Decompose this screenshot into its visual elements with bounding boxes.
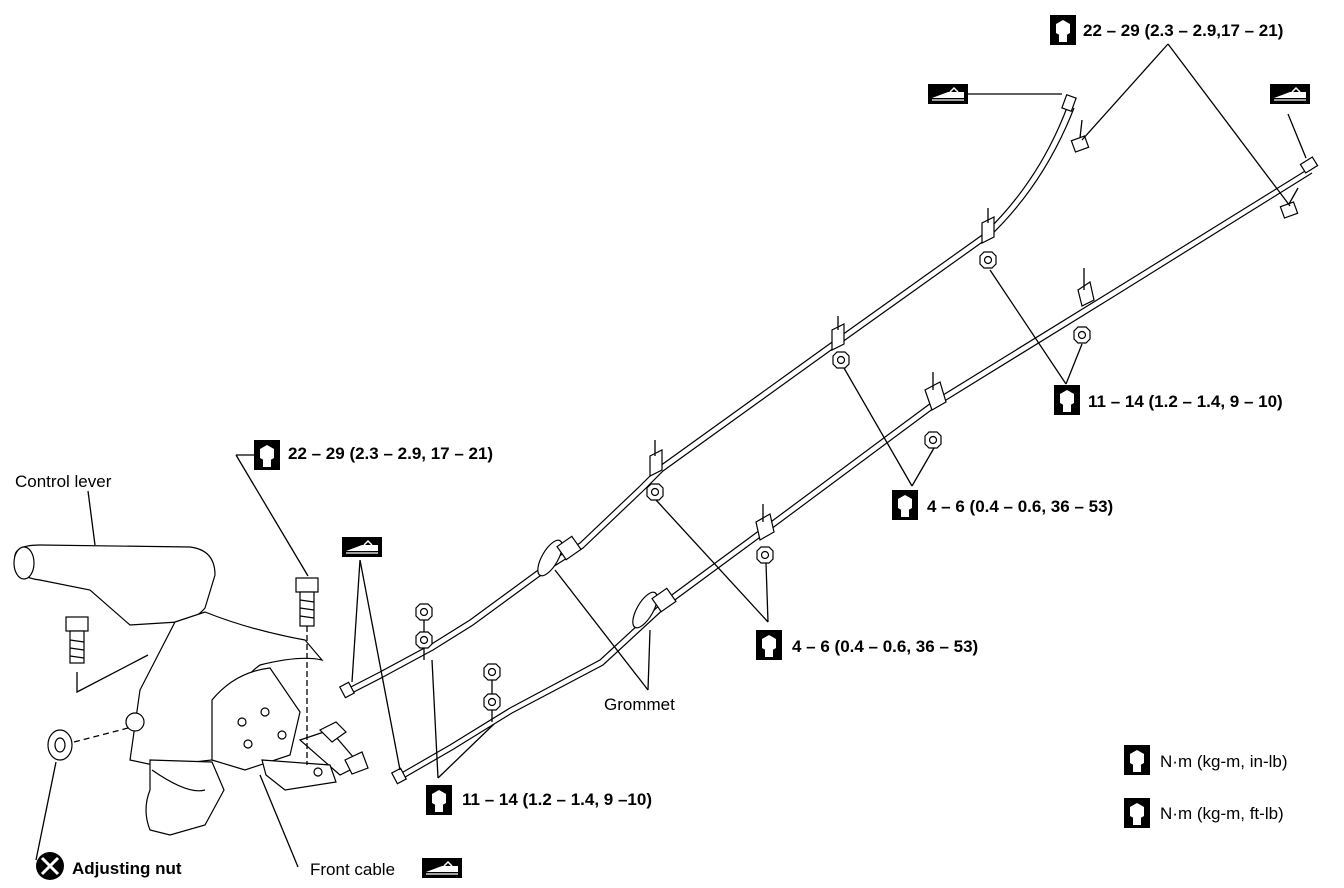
torque-right-nuts: 11 – 14 (1.2 – 1.4, 9 – 10) — [1088, 392, 1283, 411]
grommet-label: Grommet — [604, 695, 675, 714]
torque-wrench-icon — [254, 440, 280, 470]
torque-wrench-icon — [426, 785, 452, 815]
torque-wrench-icon — [756, 630, 782, 660]
grease-icon — [1269, 83, 1311, 105]
grease-icon — [341, 536, 383, 558]
do-not-reuse-icon — [36, 852, 64, 880]
adjusting-nut-label: Adjusting nut — [72, 859, 182, 878]
grease-icon — [421, 857, 463, 879]
legend-nm-ftlb: N·m (kg-m, ft-lb) — [1160, 804, 1284, 823]
bolt-top-left — [1070, 119, 1090, 153]
legend-nm-inlb: N·m (kg-m, in-lb) — [1160, 752, 1288, 771]
lever-bolt — [295, 577, 319, 765]
torque-wrench-icon — [892, 490, 918, 520]
torque-wrench-icon — [1124, 745, 1150, 775]
front-cable-label: Front cable — [310, 860, 395, 879]
grommet-lower — [632, 587, 677, 629]
grommet-upper — [537, 535, 582, 577]
rear-cable-upper — [344, 104, 1075, 696]
control-lever-label: Control lever — [15, 472, 112, 491]
torque-wrench-icon — [1054, 385, 1080, 415]
torque-front-nuts: 11 – 14 (1.2 – 1.4, 9 –10) — [462, 790, 652, 809]
adjusting-nut — [47, 727, 129, 761]
grease-icon — [927, 83, 969, 105]
control-lever — [13, 544, 369, 836]
torque-lever-bolt: 22 – 29 (2.3 – 2.9, 17 – 21) — [288, 444, 493, 463]
bolt-top-right — [1279, 187, 1299, 219]
torque-mid-upper: 4 – 6 (0.4 – 0.6, 36 – 53) — [927, 497, 1113, 516]
torque-top-right: 22 – 29 (2.3 – 2.9,17 – 21) — [1083, 21, 1283, 40]
leader-lines — [35, 43, 1307, 868]
torque-wrench-icon — [1124, 798, 1150, 828]
left-bolt — [65, 616, 149, 694]
rear-cable-lower — [397, 167, 1313, 781]
torque-wrench-icon — [1050, 15, 1076, 45]
torque-mid-lower: 4 – 6 (0.4 – 0.6, 36 – 53) — [792, 637, 978, 656]
